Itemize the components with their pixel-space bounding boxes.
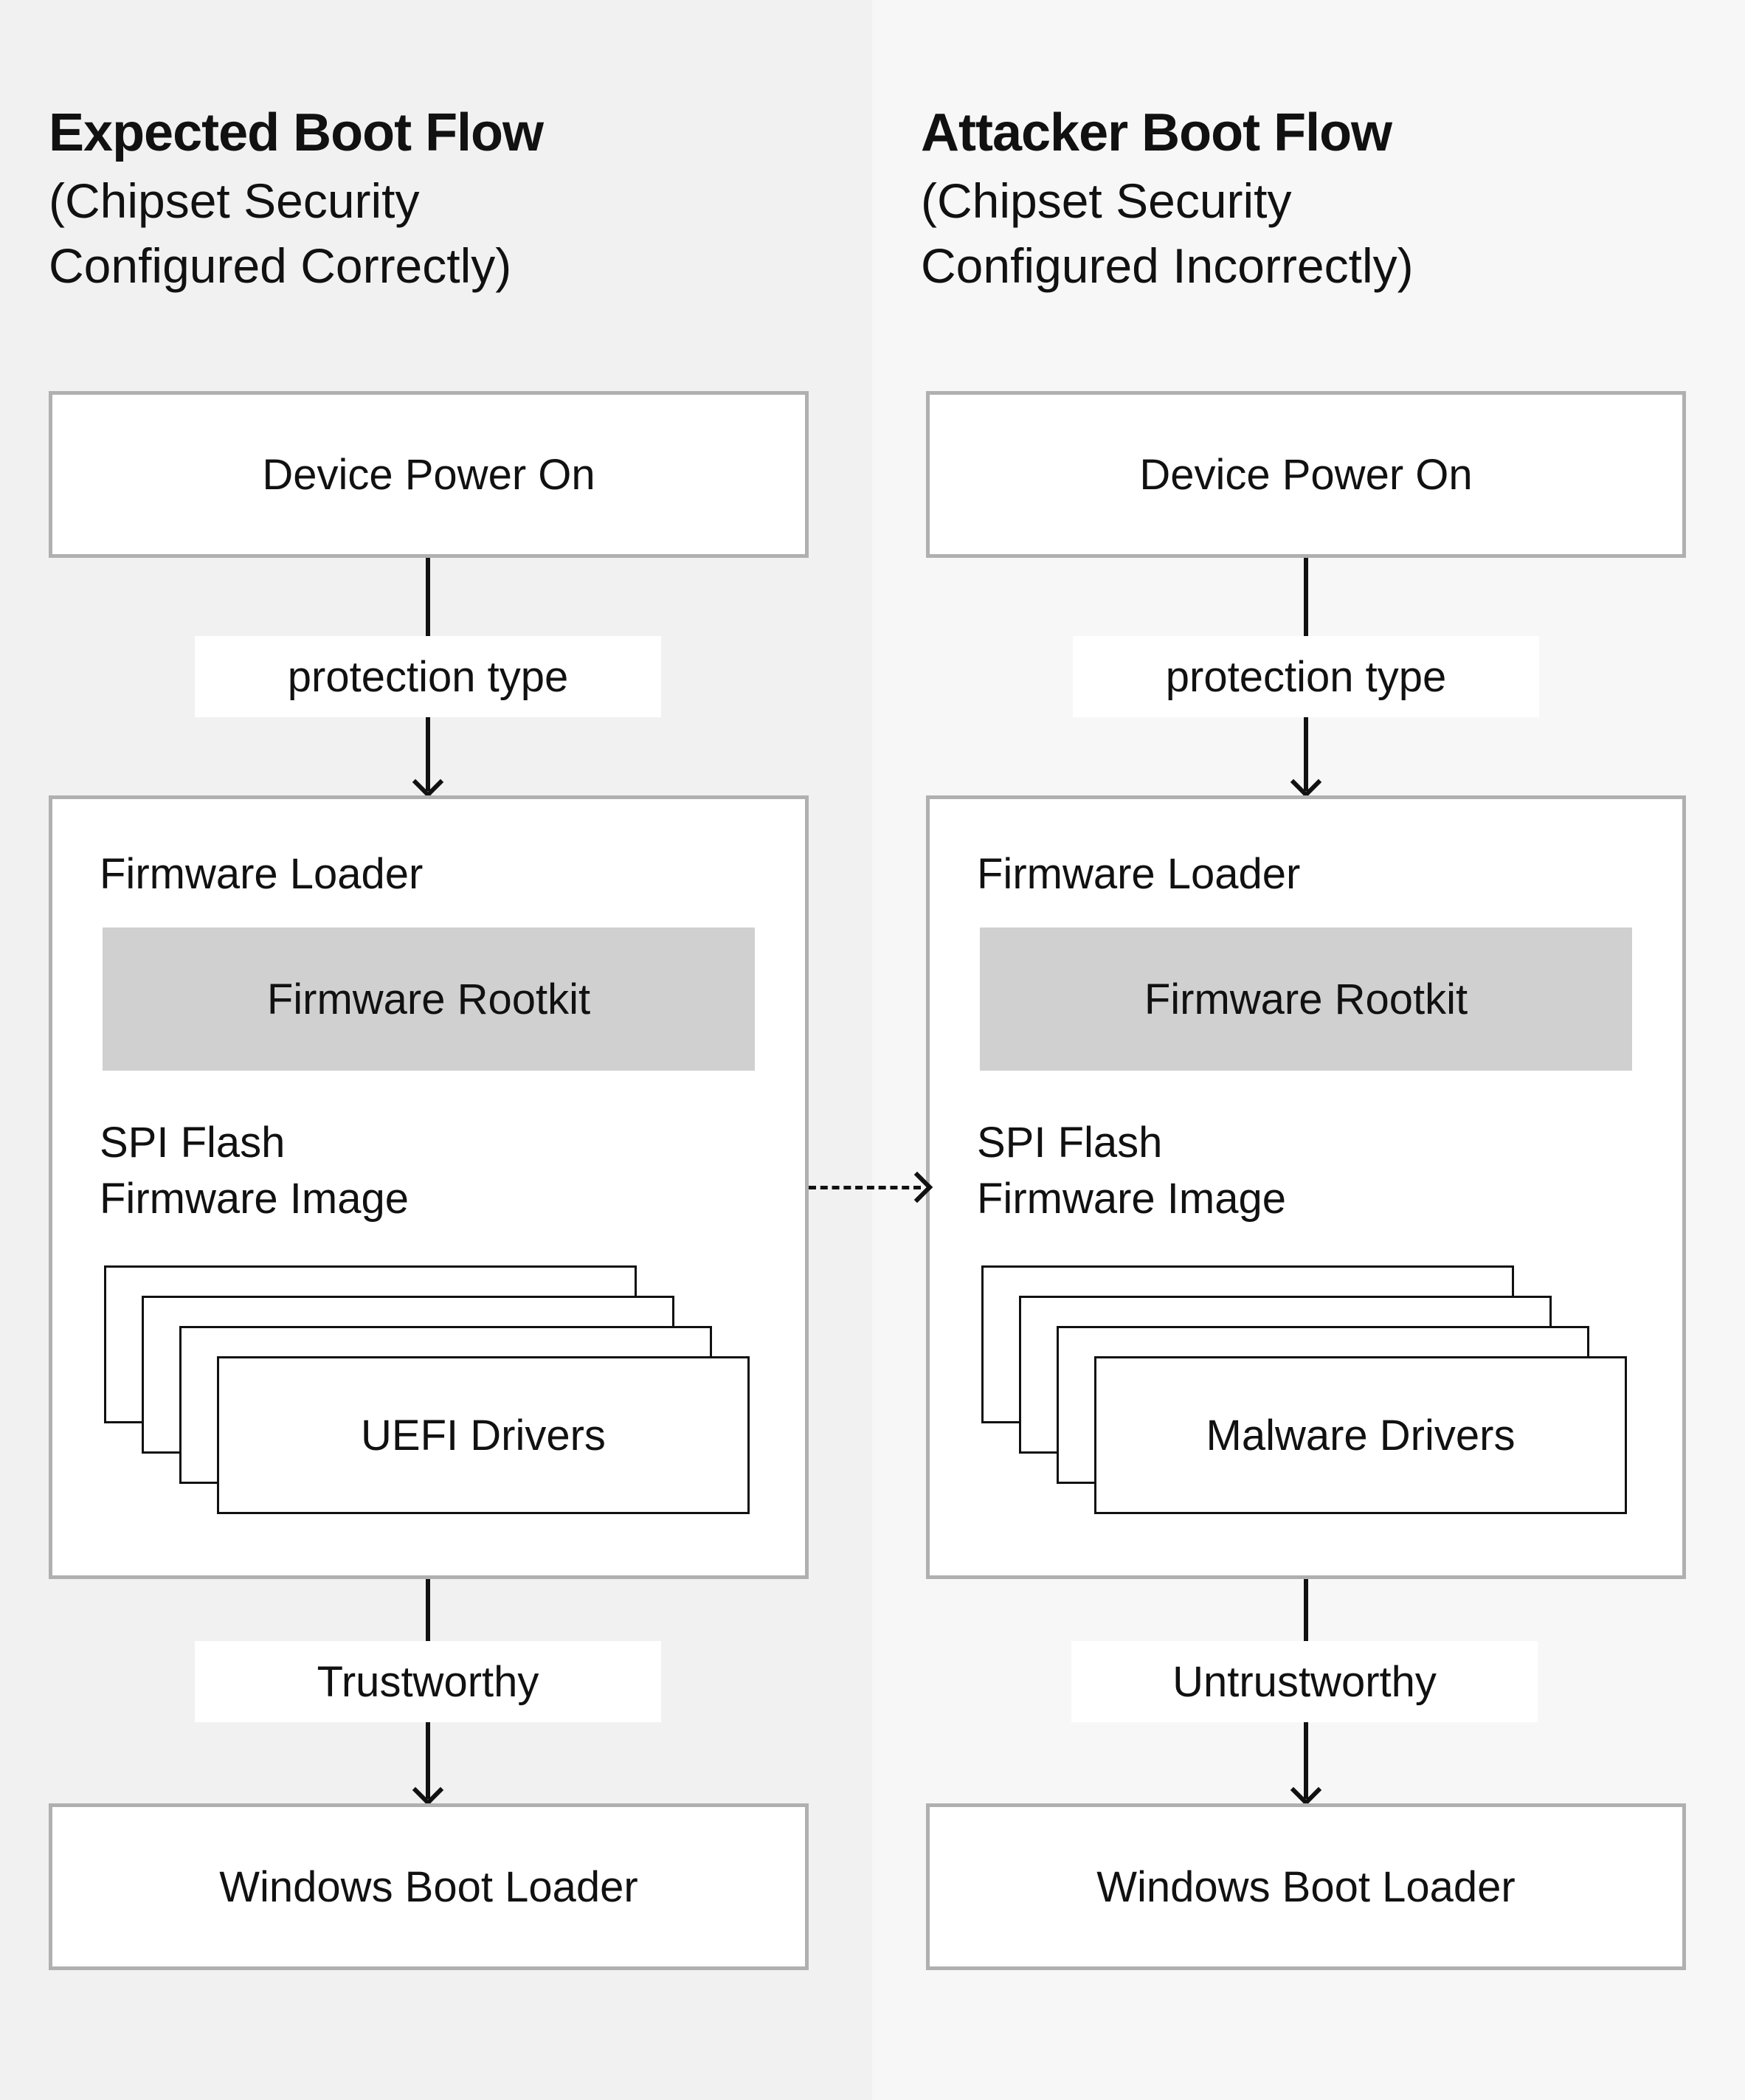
boot-loader-label: Windows Boot Loader	[219, 1862, 638, 1911]
spi-flash-line2: Firmware Image	[100, 1175, 409, 1223]
spi-flash-line1: SPI Flash	[100, 1119, 286, 1167]
power-on-label: Device Power On	[1139, 450, 1473, 499]
edge-label-trust: Untrustworthy	[1071, 1641, 1538, 1722]
expected-flow-panel: Expected Boot Flow (Chipset Security Con…	[0, 0, 872, 2100]
connector-line	[426, 558, 430, 636]
spi-flash-line2: Firmware Image	[977, 1175, 1286, 1223]
edge-label-trust: Trustworthy	[195, 1641, 661, 1722]
arrowhead-down-icon	[412, 766, 444, 798]
firmware-rootkit-block: Firmware Rootkit	[103, 928, 755, 1071]
connector-line	[426, 1722, 430, 1799]
edge-label-protection-text: protection type	[1165, 652, 1447, 701]
arrowhead-down-icon	[412, 1774, 444, 1806]
driver-card-front: UEFI Drivers	[217, 1356, 750, 1514]
edge-label-trust-text: Untrustworthy	[1172, 1657, 1437, 1706]
expected-flow-heading: Expected Boot Flow (Chipset Security Con…	[49, 97, 860, 298]
attacker-flow-panel: Attacker Boot Flow (Chipset Security Con…	[872, 0, 1745, 2100]
spi-flash-label: SPI Flash Firmware Image	[977, 1115, 1286, 1227]
driver-card-front: Malware Drivers	[1094, 1356, 1627, 1514]
expected-flow-subtitle-line2: Configured Correctly)	[49, 238, 512, 293]
expected-flow-title: Expected Boot Flow	[49, 103, 544, 162]
uefi-drivers-label: UEFI Drivers	[361, 1411, 606, 1460]
attacker-flow-heading: Attacker Boot Flow (Chipset Security Con…	[921, 97, 1732, 298]
firmware-loader-node: Firmware Loader Firmware Rootkit SPI Fla…	[926, 795, 1686, 1579]
connector-line	[1304, 1579, 1308, 1641]
connector-line	[1304, 717, 1308, 791]
power-on-label: Device Power On	[262, 450, 595, 499]
power-on-node: Device Power On	[926, 391, 1686, 558]
attacker-flow-subtitle-line2: Configured Incorrectly)	[921, 238, 1414, 293]
firmware-loader-title: Firmware Loader	[977, 850, 1301, 898]
arrowhead-down-icon	[1290, 766, 1322, 798]
connector-line	[426, 717, 430, 791]
connector-line	[1304, 558, 1308, 636]
power-on-node: Device Power On	[49, 391, 809, 558]
attacker-flow-title: Attacker Boot Flow	[921, 103, 1392, 162]
connector-line	[1304, 1722, 1308, 1799]
edge-label-protection: protection type	[195, 636, 661, 717]
firmware-loader-title: Firmware Loader	[100, 850, 424, 898]
boot-loader-node: Windows Boot Loader	[926, 1803, 1686, 1970]
malware-drivers-label: Malware Drivers	[1206, 1411, 1516, 1460]
firmware-rootkit-label: Firmware Rootkit	[1144, 975, 1468, 1023]
expected-flow-subtitle-line1: (Chipset Security	[49, 173, 420, 228]
spi-flash-line1: SPI Flash	[977, 1119, 1163, 1167]
edge-label-trust-text: Trustworthy	[317, 1657, 539, 1706]
edge-label-protection-text: protection type	[287, 652, 569, 701]
dashed-connector	[809, 1186, 921, 1189]
boot-loader-node: Windows Boot Loader	[49, 1803, 809, 1970]
spi-flash-label: SPI Flash Firmware Image	[100, 1115, 409, 1227]
firmware-loader-node: Firmware Loader Firmware Rootkit SPI Fla…	[49, 795, 809, 1579]
edge-label-protection: protection type	[1073, 636, 1539, 717]
arrowhead-down-icon	[1290, 1774, 1322, 1806]
connector-line	[426, 1579, 430, 1641]
boot-loader-label: Windows Boot Loader	[1096, 1862, 1516, 1911]
attacker-flow-subtitle-line1: (Chipset Security	[921, 173, 1292, 228]
firmware-rootkit-block: Firmware Rootkit	[980, 928, 1632, 1071]
firmware-rootkit-label: Firmware Rootkit	[266, 975, 591, 1023]
